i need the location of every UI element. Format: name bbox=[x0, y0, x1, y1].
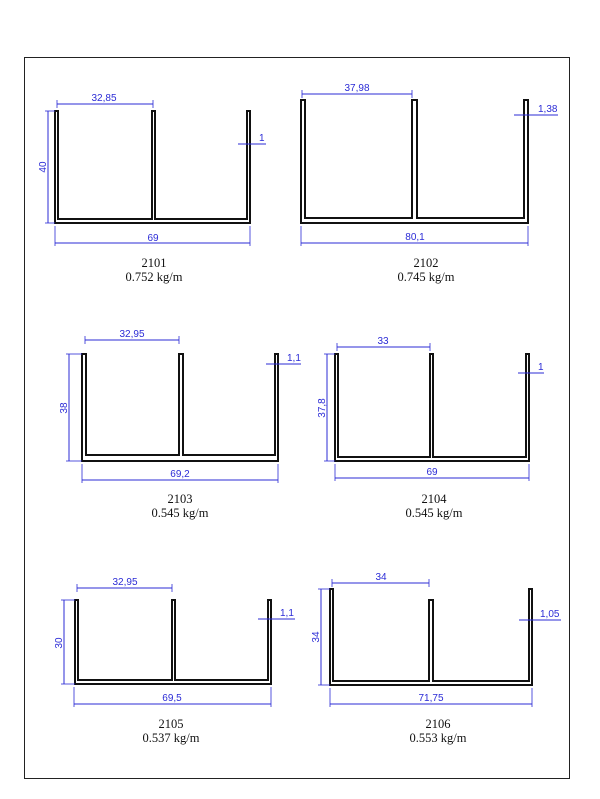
profile-weight: 0.553 kg/m bbox=[409, 731, 467, 745]
profile-code: 2102 bbox=[413, 256, 439, 270]
caption-2104: 2104 0.545 kg/m bbox=[364, 492, 504, 520]
dim-height: 34 bbox=[311, 631, 322, 643]
profile-weight: 0.545 kg/m bbox=[151, 506, 209, 520]
dim-thickness: 1 bbox=[538, 362, 544, 373]
dim-thickness: 1,1 bbox=[287, 353, 301, 364]
profile-weight: 0.545 kg/m bbox=[405, 506, 463, 520]
profile-2105: 30 32,95 69,5 1,1 bbox=[54, 577, 295, 707]
dim-thickness: 1 bbox=[259, 133, 265, 144]
dim-total-width: 71,75 bbox=[418, 693, 443, 704]
dim-height: 40 bbox=[38, 161, 49, 173]
dim-total-width: 69 bbox=[147, 233, 159, 244]
profile-2101: 40 32,85 69 1 bbox=[38, 93, 266, 246]
profile-weight: 0.537 kg/m bbox=[142, 731, 200, 745]
dim-thickness: 1,1 bbox=[280, 608, 294, 619]
caption-2102: 2102 0.745 kg/m bbox=[356, 256, 496, 284]
caption-2101: 2101 0.752 kg/m bbox=[84, 256, 224, 284]
dim-total-width: 80,1 bbox=[405, 232, 425, 243]
dim-total-width: 69,2 bbox=[170, 469, 190, 480]
drawing-frame bbox=[24, 57, 570, 779]
dim-inner-width: 32,85 bbox=[91, 93, 116, 104]
profile-code: 2106 bbox=[425, 717, 451, 731]
dim-inner-width: 34 bbox=[375, 572, 387, 583]
caption-2106: 2106 0.553 kg/m bbox=[368, 717, 508, 745]
dim-inner-width: 32,95 bbox=[119, 329, 144, 340]
profile-code: 2101 bbox=[141, 256, 167, 270]
profile-weight: 0.745 kg/m bbox=[397, 270, 455, 284]
dim-inner-width: 32,95 bbox=[112, 577, 137, 588]
dim-total-width: 69 bbox=[426, 467, 438, 478]
dim-thickness: 1,05 bbox=[540, 609, 560, 620]
dim-total-width: 69,5 bbox=[162, 693, 182, 704]
dim-height: 30 bbox=[54, 637, 65, 649]
dim-height: 38 bbox=[59, 402, 70, 414]
profile-code: 2104 bbox=[421, 492, 447, 506]
profile-weight: 0.752 kg/m bbox=[125, 270, 183, 284]
profile-code: 2103 bbox=[167, 492, 193, 506]
caption-2105: 2105 0.537 kg/m bbox=[101, 717, 241, 745]
profile-2102: 37,98 80,1 1,38 bbox=[300, 83, 558, 246]
dim-thickness: 1,38 bbox=[538, 104, 558, 115]
dim-inner-width: 37,98 bbox=[344, 83, 369, 94]
caption-2103: 2103 0.545 kg/m bbox=[110, 492, 250, 520]
dim-height: 37,8 bbox=[317, 398, 328, 418]
dim-inner-width: 33 bbox=[377, 336, 389, 347]
profile-2106: 34 34 71,75 1,05 bbox=[311, 572, 561, 707]
profile-2103: 38 32,95 69,2 1,1 bbox=[59, 329, 301, 483]
profile-code: 2105 bbox=[158, 717, 184, 731]
profile-2104: 37,8 33 69 1 bbox=[317, 336, 544, 481]
